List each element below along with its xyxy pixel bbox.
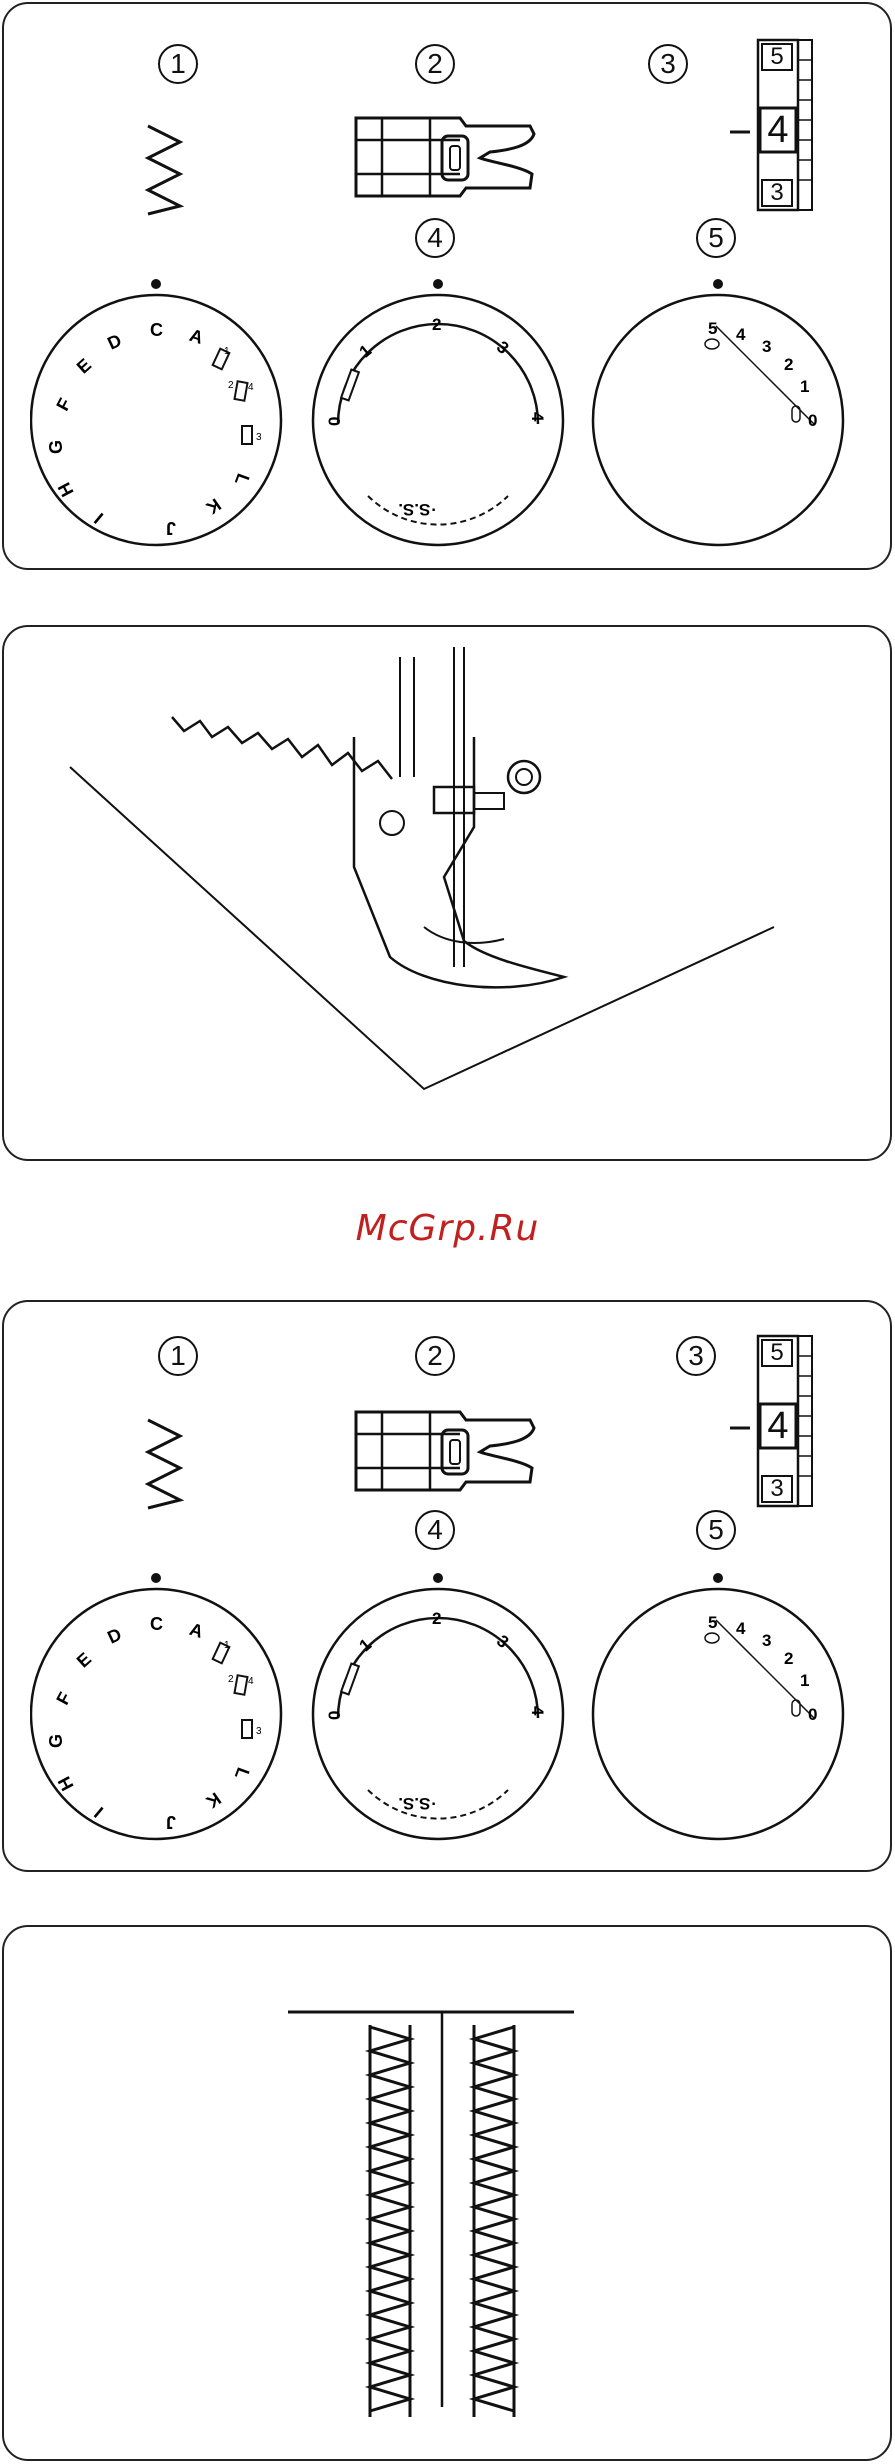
svg-text:5: 5 bbox=[708, 319, 717, 338]
svg-text:4: 4 bbox=[528, 1706, 547, 1716]
sewing-zigzag-illustration bbox=[4, 627, 890, 1159]
svg-text:K: K bbox=[203, 1788, 225, 1812]
stitch-length-scale-icon: 5 4 3 bbox=[730, 1332, 818, 1512]
sewing-illustration-panel bbox=[2, 625, 892, 1161]
presser-foot-icon bbox=[350, 1404, 540, 1500]
svg-text:4: 4 bbox=[248, 1676, 254, 1687]
svg-text:D: D bbox=[104, 330, 124, 354]
svg-text:4: 4 bbox=[528, 412, 547, 422]
svg-text:L: L bbox=[231, 1765, 254, 1782]
svg-text:4: 4 bbox=[736, 325, 746, 344]
svg-text:A: A bbox=[187, 1619, 206, 1642]
dial-indicator-dot bbox=[713, 1573, 723, 1583]
svg-text:E: E bbox=[73, 355, 95, 378]
svg-text:1: 1 bbox=[224, 1640, 230, 1651]
step-number-3: 3 bbox=[676, 1336, 716, 1376]
svg-text:D: D bbox=[104, 1624, 124, 1648]
scale-label-4: 4 bbox=[760, 110, 796, 150]
svg-text:I: I bbox=[90, 1803, 107, 1822]
zigzag-stitch-icon bbox=[140, 122, 190, 218]
scale-label-3: 3 bbox=[762, 1476, 792, 1502]
settings-panel-2: 1 2 3 4 5 5 4 3 bbox=[2, 1300, 892, 1872]
svg-text:3: 3 bbox=[256, 1726, 262, 1737]
svg-text:I: I bbox=[90, 509, 107, 528]
svg-text:4: 4 bbox=[736, 1619, 746, 1638]
svg-text:H: H bbox=[54, 479, 78, 500]
svg-text:5: 5 bbox=[708, 1613, 717, 1632]
svg-text:J: J bbox=[166, 518, 176, 538]
svg-text:0: 0 bbox=[325, 1711, 344, 1720]
svg-text:K: K bbox=[203, 494, 225, 518]
svg-text:2: 2 bbox=[432, 1609, 441, 1628]
dial-indicator-dot bbox=[713, 279, 723, 289]
svg-text:3: 3 bbox=[762, 337, 771, 356]
stitch-length-dial-icon: 5 4 3 2 1 0 bbox=[588, 1568, 848, 1848]
scale-label-5: 5 bbox=[762, 1340, 792, 1366]
svg-text:2: 2 bbox=[228, 380, 234, 391]
svg-text:G: G bbox=[46, 440, 66, 454]
svg-text:2: 2 bbox=[228, 1674, 234, 1685]
dial-indicator-dot bbox=[433, 279, 443, 289]
svg-text:F: F bbox=[52, 395, 75, 414]
step-number-2: 2 bbox=[415, 44, 455, 84]
svg-text:1: 1 bbox=[800, 1671, 809, 1690]
svg-text:L: L bbox=[231, 471, 254, 488]
svg-text:1: 1 bbox=[356, 1635, 375, 1656]
step-number-5: 5 bbox=[696, 218, 736, 258]
svg-text:H: H bbox=[54, 1773, 78, 1794]
svg-text:E: E bbox=[73, 1649, 95, 1672]
step-number-2: 2 bbox=[415, 1336, 455, 1376]
step-number-4: 4 bbox=[415, 218, 455, 258]
settings-panel-1: 1 2 3 4 5 5 4 bbox=[2, 2, 892, 570]
svg-text:1: 1 bbox=[224, 346, 230, 357]
stitch-length-dial-icon: 5 4 3 2 1 0 bbox=[588, 274, 848, 554]
pattern-selector-dial-icon: C A D E F G H I J K L 1 2 4 3 bbox=[30, 274, 290, 554]
pattern-selector-dial-icon: C A D E F G H I J K L 1 2 4 3 bbox=[30, 1568, 290, 1848]
buttonhole-stitch-illustration bbox=[4, 1927, 890, 2459]
buttonhole-illustration-panel bbox=[2, 1925, 892, 2461]
svg-text:G: G bbox=[46, 1734, 66, 1748]
step-number-5: 5 bbox=[696, 1510, 736, 1550]
step-number-1: 1 bbox=[158, 44, 198, 84]
svg-text:F: F bbox=[52, 1689, 75, 1708]
svg-text:0: 0 bbox=[325, 417, 344, 426]
svg-text:·S.S.: ·S.S. bbox=[398, 1794, 436, 1813]
dial-indicator-dot bbox=[433, 1573, 443, 1583]
svg-text:J: J bbox=[166, 1812, 176, 1832]
dial-indicator-dot bbox=[151, 279, 161, 289]
step-number-4: 4 bbox=[415, 1510, 455, 1550]
watermark: McGrp.Ru bbox=[0, 1208, 895, 1249]
svg-text:2: 2 bbox=[432, 315, 441, 334]
svg-text:2: 2 bbox=[784, 355, 793, 374]
svg-text:0: 0 bbox=[808, 411, 817, 430]
svg-text:1: 1 bbox=[800, 377, 809, 396]
step-number-1: 1 bbox=[158, 1336, 198, 1376]
stitch-length-scale-icon: 5 4 3 bbox=[730, 36, 818, 216]
scale-label-5: 5 bbox=[762, 44, 792, 70]
scale-label-4: 4 bbox=[760, 1406, 796, 1446]
svg-text:0: 0 bbox=[808, 1705, 817, 1724]
scale-label-3: 3 bbox=[762, 180, 792, 206]
stitch-width-dial-icon: 0 1 2 3 4 ·S.S. bbox=[308, 274, 568, 554]
dial-indicator-dot bbox=[151, 1573, 161, 1583]
presser-foot-icon bbox=[350, 110, 540, 206]
pattern-letter: C bbox=[150, 320, 163, 340]
svg-text:A: A bbox=[187, 325, 206, 348]
svg-text:·S.S.: ·S.S. bbox=[398, 500, 436, 519]
svg-text:3: 3 bbox=[256, 432, 262, 443]
svg-text:2: 2 bbox=[784, 1649, 793, 1668]
svg-text:C: C bbox=[150, 1614, 163, 1634]
zigzag-stitch-icon bbox=[140, 1416, 190, 1512]
svg-text:3: 3 bbox=[762, 1631, 771, 1650]
svg-text:4: 4 bbox=[248, 382, 254, 393]
step-number-3: 3 bbox=[648, 44, 688, 84]
stitch-width-dial-icon: 0 1 2 3 4 ·S.S. bbox=[308, 1568, 568, 1848]
svg-text:1: 1 bbox=[356, 341, 375, 362]
